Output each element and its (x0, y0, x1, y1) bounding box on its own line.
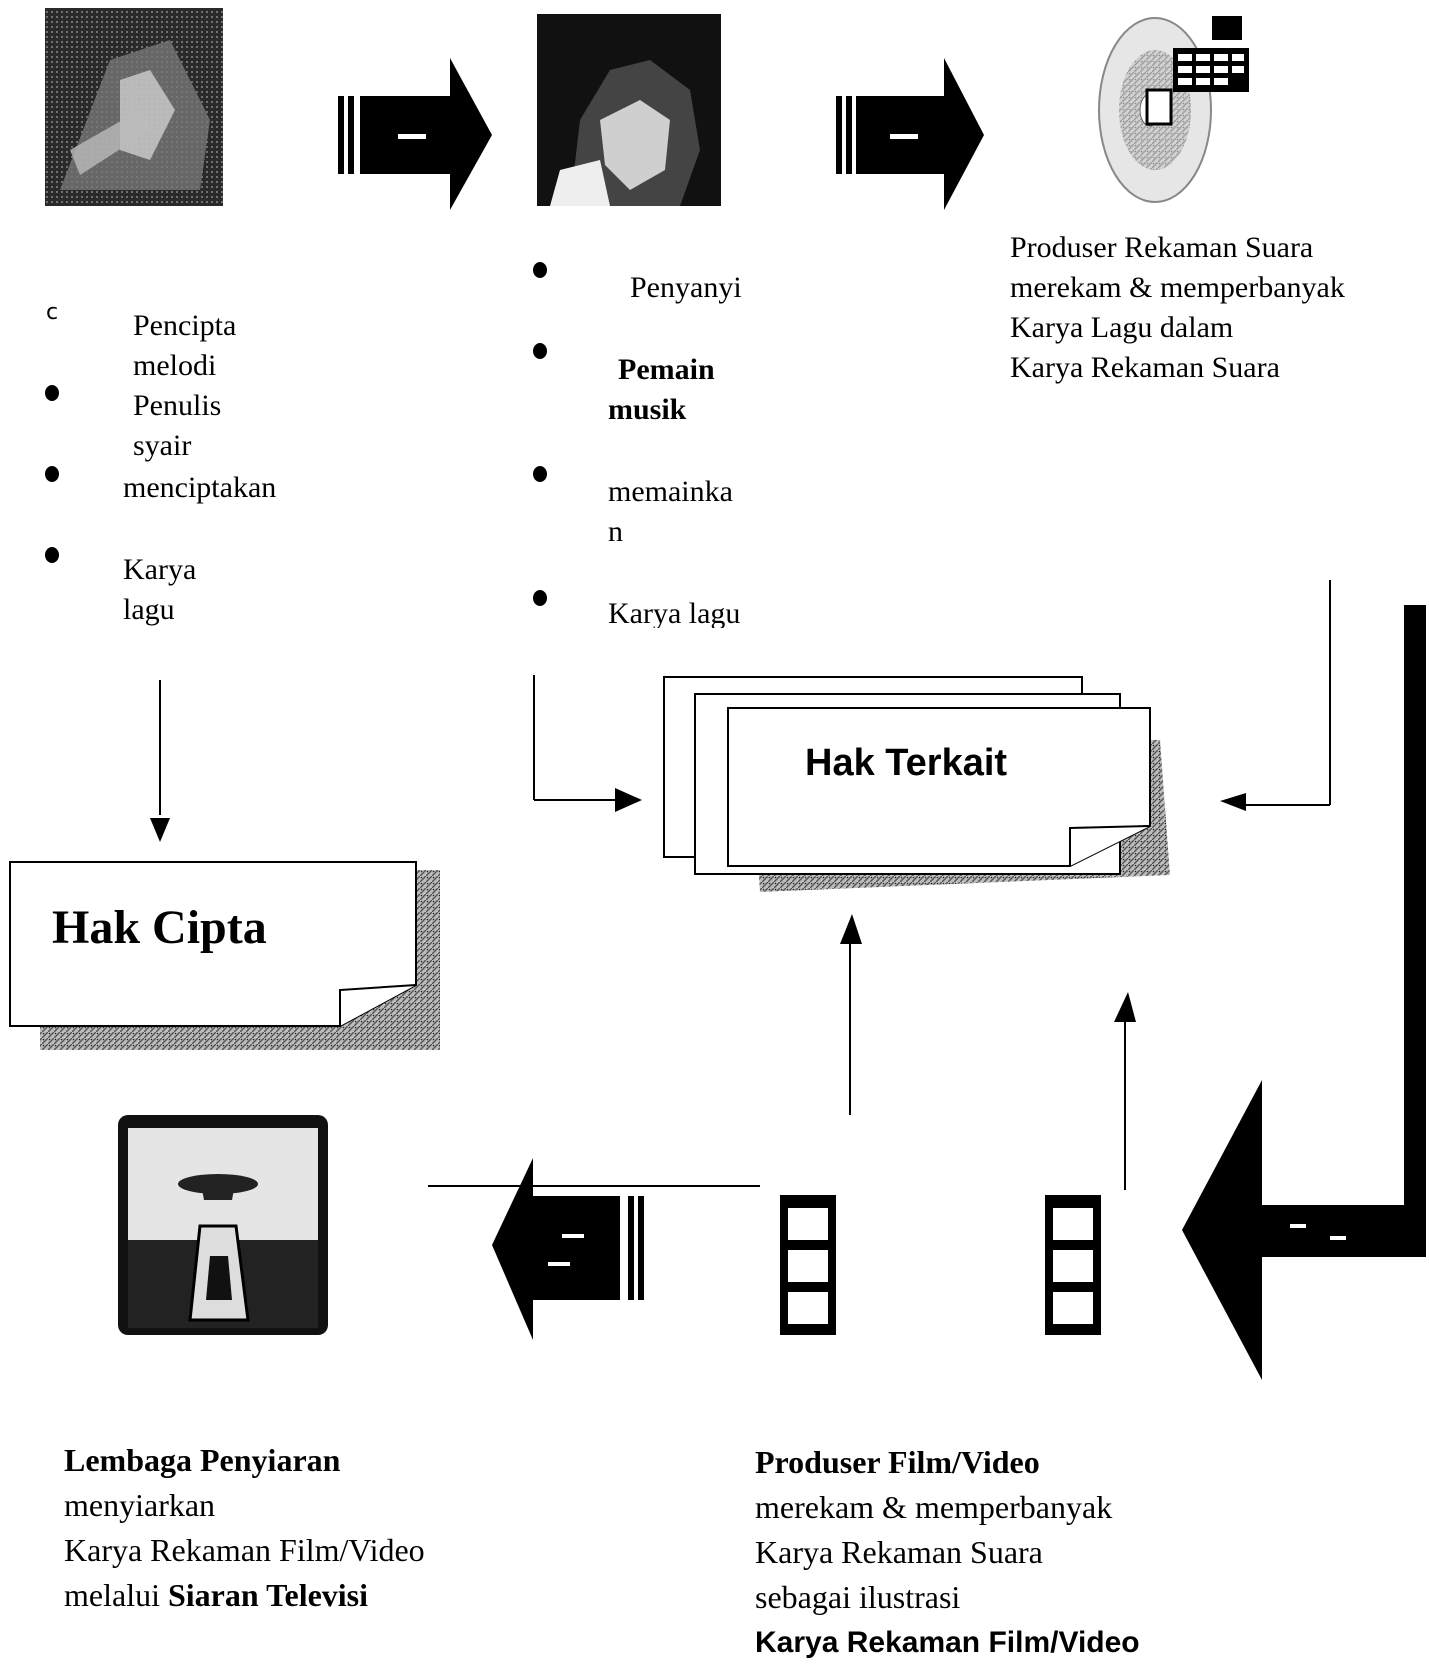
hak-cipta-label: Hak Cipta (52, 901, 267, 954)
film-strip-icon (1045, 1195, 1101, 1335)
bullet-dot (533, 466, 547, 482)
arrow-right-icon (338, 58, 492, 210)
film-producer-text: Produser Film/Video merekam & memperbany… (755, 1440, 1140, 1665)
bullet-dot (45, 466, 59, 482)
arrow-head-icon (1220, 793, 1246, 811)
bullet-dot (45, 547, 59, 563)
film-producer-title: Produser Film/Video (755, 1444, 1040, 1480)
bullet-dot (533, 343, 547, 359)
sound-producer-line: Produser Rekaman Suara (1010, 231, 1314, 264)
performers-item-music: musik (608, 393, 687, 426)
arrow-right-icon (836, 58, 984, 210)
arrow-left-icon (492, 1158, 644, 1340)
bullet-dot (533, 262, 547, 278)
arrow-head-icon (1114, 992, 1136, 1022)
broadcaster-line: Karya Rekaman Film/Video (64, 1532, 425, 1568)
performers-song-clip: Karya lagu (600, 592, 780, 628)
arrow-head-icon (150, 818, 170, 842)
film-producer-line: Karya Rekaman Suara (755, 1534, 1043, 1570)
hak-terkait-document (663, 676, 1170, 892)
arrow-head-icon (840, 914, 862, 944)
performers-item-play-end: n (608, 515, 623, 548)
broadcaster-line: menyiarkan (64, 1487, 216, 1523)
sound-producer-text: Produser Rekaman Suara merekam & memperb… (1010, 228, 1345, 388)
creators-item-melody: Pencipta melodi (133, 309, 237, 382)
sound-producer-line: Karya Rekaman Suara (1010, 351, 1280, 384)
television-icon (118, 1115, 328, 1335)
composer-image (45, 8, 223, 206)
bullet-dot (533, 590, 547, 606)
performers-item-play: memainka (608, 475, 733, 508)
creators-item-lyric: Penulis syair (133, 389, 222, 462)
film-producer-line-bold: Karya Rekaman Film/Video (755, 1626, 1140, 1659)
hak-terkait-label: Hak Terkait (805, 742, 1008, 784)
sound-producer-line: merekam & memperbanyak (1010, 271, 1345, 304)
hak-cipta-document (9, 861, 440, 1050)
film-producer-line: merekam & memperbanyak (755, 1489, 1113, 1525)
broadcaster-title: Lembaga Penyiaran (64, 1442, 341, 1478)
bullet-mark: c (46, 300, 59, 325)
performers-item-player: Pemain (618, 353, 715, 386)
creators-item-song: Karya lagu (123, 553, 197, 626)
creators-item-create: menciptakan (123, 471, 277, 504)
film-producer-line: sebagai ilustrasi (755, 1579, 961, 1615)
performers-item-singer: Penyanyi (630, 271, 742, 304)
performers-item-song: Karya lagu (608, 597, 741, 628)
arrow-head-icon (615, 788, 642, 812)
arrow-left-icon (1182, 605, 1426, 1380)
broadcaster-line: melalui Siaran Televisi (64, 1573, 425, 1618)
broadcaster-text: Lembaga Penyiaran menyiarkan Karya Rekam… (64, 1438, 425, 1618)
cd-recording-icon (1098, 16, 1249, 203)
broadcaster-line3-prefix: melalui (64, 1577, 160, 1613)
sound-producer-line: Karya Lagu dalam (1010, 311, 1234, 344)
singer-image (537, 14, 721, 206)
broadcaster-line3-bold: Siaran Televisi (167, 1577, 369, 1613)
film-strip-icon (780, 1195, 836, 1335)
bullet-dot (45, 385, 59, 401)
